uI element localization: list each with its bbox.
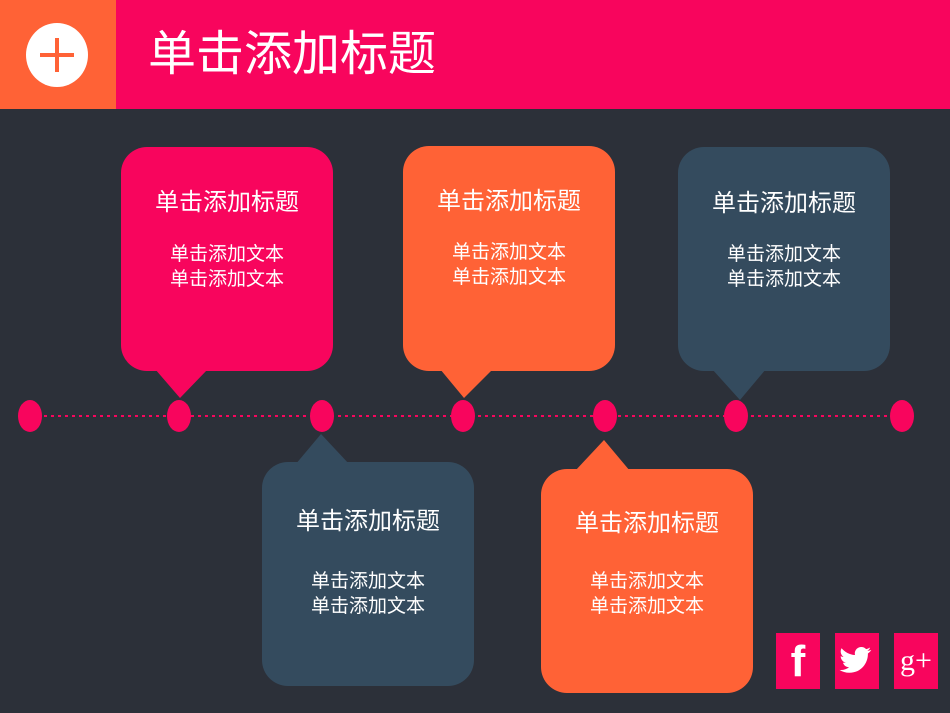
page-title[interactable]: 单击添加标题 bbox=[148, 26, 437, 82]
googleplus-glyph: g+ bbox=[900, 644, 932, 677]
timeline-card-2[interactable]: 单击添加标题 单击添加文本 单击添加文本 bbox=[403, 146, 615, 371]
card-title[interactable]: 单击添加标题 bbox=[437, 187, 581, 215]
logo-box bbox=[0, 0, 116, 109]
twitter-bird-icon[interactable] bbox=[835, 633, 879, 689]
card-text[interactable]: 单击添加文本 bbox=[589, 595, 704, 617]
card-text[interactable]: 单击添加文本 bbox=[310, 570, 425, 592]
card-pointer bbox=[712, 369, 766, 400]
plus-icon bbox=[26, 23, 88, 87]
timeline-card-5[interactable]: 单击添加标题 单击添加文本 单击添加文本 bbox=[541, 469, 753, 693]
card-title[interactable]: 单击添加标题 bbox=[155, 188, 299, 216]
card-text[interactable]: 单击添加文本 bbox=[726, 268, 841, 290]
card-pointer bbox=[440, 369, 493, 398]
card-text[interactable]: 单击添加文本 bbox=[310, 595, 425, 617]
header-bar: 单击添加标题 bbox=[0, 0, 950, 109]
title-bar: 单击添加标题 bbox=[116, 0, 950, 109]
card-title[interactable]: 单击添加标题 bbox=[712, 189, 856, 217]
card-pointer bbox=[295, 434, 350, 465]
timeline-card-1[interactable]: 单击添加标题 单击添加文本 单击添加文本 bbox=[121, 147, 333, 371]
timeline-node bbox=[18, 400, 42, 432]
card-pointer bbox=[575, 440, 630, 471]
timeline-node bbox=[167, 400, 191, 432]
timeline-node bbox=[890, 400, 914, 432]
card-pointer bbox=[155, 369, 208, 398]
card-text[interactable]: 单击添加文本 bbox=[451, 266, 566, 288]
card-text[interactable]: 单击添加文本 bbox=[169, 243, 284, 265]
timeline-card-4[interactable]: 单击添加标题 单击添加文本 单击添加文本 bbox=[262, 462, 474, 686]
timeline-node bbox=[724, 400, 748, 432]
timeline-card-3[interactable]: 单击添加标题 单击添加文本 单击添加文本 bbox=[678, 147, 890, 371]
googleplus-icon[interactable]: g+ bbox=[894, 633, 938, 689]
timeline-node bbox=[310, 400, 334, 432]
facebook-icon[interactable]: f bbox=[776, 633, 820, 689]
timeline-node bbox=[451, 400, 475, 432]
card-title[interactable]: 单击添加标题 bbox=[296, 507, 440, 535]
card-text[interactable]: 单击添加文本 bbox=[451, 241, 566, 263]
facebook-glyph: f bbox=[790, 637, 806, 686]
card-text[interactable]: 单击添加文本 bbox=[726, 243, 841, 265]
timeline-node bbox=[593, 400, 617, 432]
card-text[interactable]: 单击添加文本 bbox=[169, 268, 284, 290]
twitter-bird-icon bbox=[839, 647, 872, 673]
card-title[interactable]: 单击添加标题 bbox=[575, 509, 719, 537]
card-text[interactable]: 单击添加文本 bbox=[589, 570, 704, 592]
